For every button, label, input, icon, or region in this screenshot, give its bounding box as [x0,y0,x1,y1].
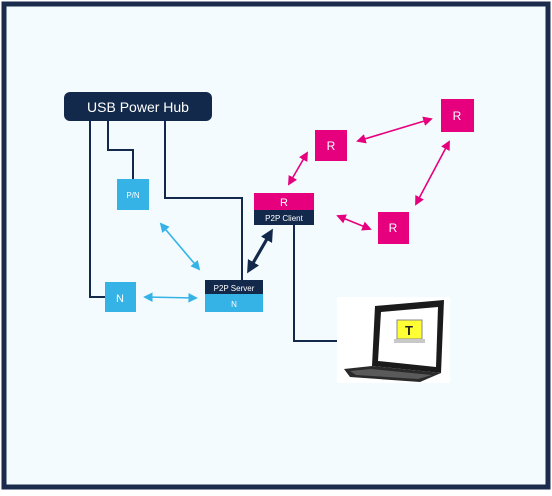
router-2-label: R [453,109,462,123]
router-1-box [315,130,347,161]
pn-node-box [117,179,149,210]
router-1-label: R [327,139,336,153]
wire-hub-to-n [89,120,107,298]
n-node: N [105,282,136,312]
n-node-label: N [116,293,124,305]
p2p-client-title: R [280,197,288,209]
p2p-client: R P2P Client [254,193,314,225]
pn-node: P/N [117,179,149,210]
arrow-pn-server [159,222,201,271]
laptop-icon: T [344,300,444,382]
arrow-router1-router2 [356,116,433,144]
router-1: R [315,130,347,161]
wire-hub-to-pn [107,120,134,180]
arrow-n-server [143,292,198,303]
arrow-server-client [247,228,273,274]
arrow-client-router1 [288,151,308,186]
usb-power-hub: USB Power Hub [64,92,212,121]
p2p-client-header [254,193,314,210]
p2p-server-header [205,280,263,294]
wire-hub-to-server [164,120,243,280]
router-2: R [441,99,474,132]
arrow-client-router3 [336,214,372,231]
p2p-client-body [254,210,314,225]
p2p-server-body [205,294,263,312]
terminal: T [337,297,450,383]
p2p-server-sub: N [231,300,237,309]
arrow-router2-router3 [415,140,450,206]
pn-node-label: P/N [126,191,140,200]
p2p-server-title: P2P Server [214,284,255,293]
p2p-server: P2P Server N [205,280,263,312]
router-3: R [378,212,409,244]
router-2-box [441,99,474,132]
terminal-label: T [405,323,413,338]
p2p-client-sub: P2P Client [265,214,303,223]
usb-power-hub-box [64,92,212,121]
router-3-box [378,212,409,244]
router-3-label: R [389,221,398,235]
n-node-box [105,282,136,312]
usb-power-hub-label: USB Power Hub [87,99,189,115]
